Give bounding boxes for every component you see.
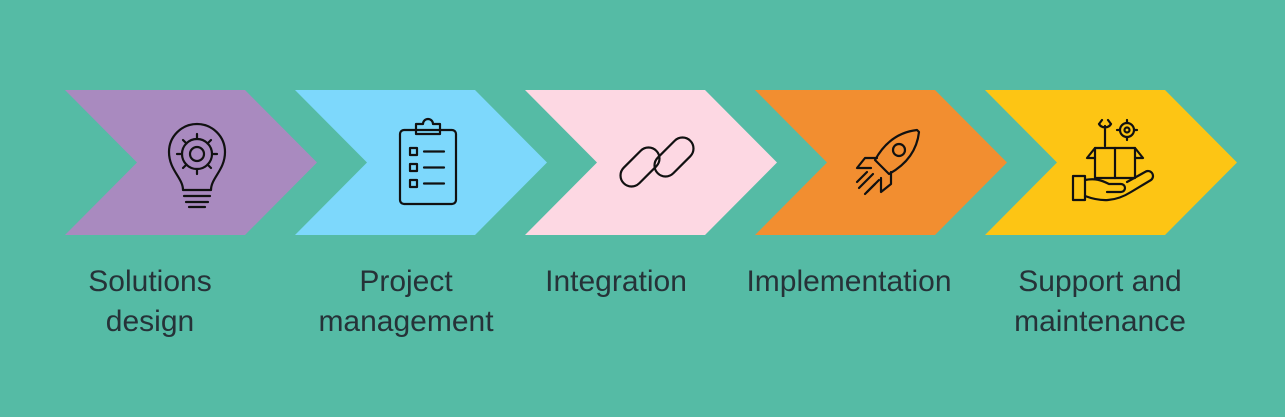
step-label-solutions-design: Solutions design	[88, 265, 212, 338]
chevron-shape	[65, 90, 317, 235]
step-label-support-maintenance: Support and maintenance	[1014, 265, 1186, 338]
clipboard-checklist-icon	[378, 112, 478, 212]
chevron-shape	[755, 90, 1007, 235]
step-arrow-integration	[525, 90, 777, 235]
chevron-shape	[525, 90, 777, 235]
step-arrow-support-maintenance	[985, 90, 1237, 235]
step-label-integration: Integration	[545, 265, 687, 298]
chevron-shape	[295, 90, 547, 235]
chevron-shape	[985, 90, 1237, 235]
step-arrow-implementation	[755, 90, 1007, 235]
chain-link-icon	[607, 112, 707, 212]
rocket-icon	[837, 112, 937, 212]
lightbulb-gear-icon	[147, 112, 247, 212]
step-arrow-project-management	[295, 90, 547, 235]
step-label-project-management: Project management	[318, 265, 494, 338]
step-arrow-solutions-design	[65, 90, 317, 235]
hand-box-tools-icon	[1065, 112, 1165, 212]
step-label-implementation: Implementation	[746, 265, 952, 298]
